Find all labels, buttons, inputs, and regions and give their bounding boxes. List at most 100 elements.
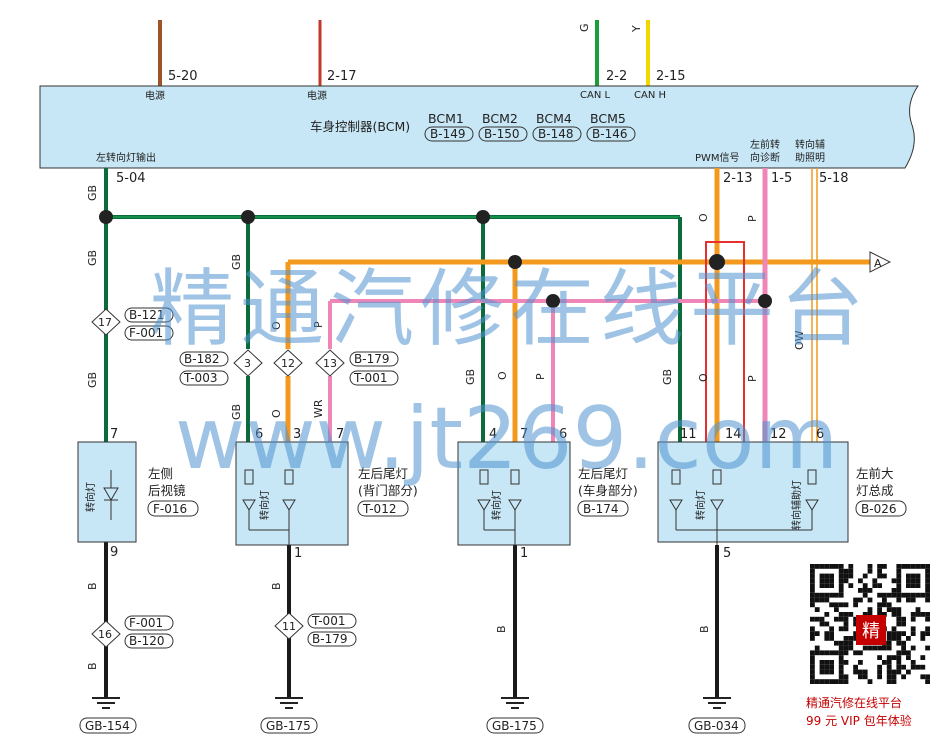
label-b: B bbox=[86, 582, 99, 590]
qr-cell bbox=[838, 650, 844, 656]
qr-cell bbox=[915, 607, 921, 612]
qr-cell bbox=[810, 597, 815, 603]
qr-cell bbox=[891, 636, 897, 641]
component-body-tail-lamp: 4 7 6 1 转向灯 左后尾灯 (车身部分) B-174 bbox=[457, 427, 638, 561]
qr-cell bbox=[896, 612, 902, 617]
qr-cell bbox=[810, 564, 815, 569]
qr-cell bbox=[901, 664, 906, 670]
qr-cell bbox=[910, 631, 916, 636]
qr-cell bbox=[891, 655, 897, 660]
svg-text:B-182: B-182 bbox=[184, 352, 219, 366]
splice-16: 16 F-001 B-120 bbox=[91, 615, 174, 649]
qr-cell bbox=[896, 669, 902, 675]
qr-cell bbox=[810, 626, 815, 632]
junction-dot bbox=[99, 210, 113, 224]
qr-cell bbox=[824, 631, 830, 636]
qr-cell bbox=[925, 626, 930, 632]
qr-cell bbox=[877, 674, 882, 680]
qr-cell bbox=[915, 578, 921, 584]
qr-cell bbox=[829, 664, 834, 670]
qr-cell bbox=[848, 612, 854, 617]
qr-cell bbox=[862, 588, 868, 593]
qr-cell bbox=[867, 564, 873, 569]
qr-cell bbox=[920, 631, 926, 636]
qr-cell bbox=[853, 631, 858, 636]
qr-cell bbox=[891, 631, 897, 636]
splices: 17 B-121 F-001 3 B-182 T-003 12 13 B-179… bbox=[91, 307, 399, 649]
bcm2-ref: B-150 bbox=[484, 127, 519, 141]
qr-cell bbox=[867, 612, 873, 617]
qr-cell bbox=[906, 597, 911, 603]
splice-17: 17 B-121 F-001 bbox=[91, 307, 174, 341]
qr-cell bbox=[906, 650, 911, 656]
qr-cell bbox=[819, 573, 825, 579]
qr-cell bbox=[824, 573, 830, 579]
qr-cell bbox=[877, 655, 882, 660]
qr-cell bbox=[910, 597, 916, 603]
qr-cell bbox=[843, 650, 849, 656]
label-p: P bbox=[534, 373, 547, 380]
qr-cell bbox=[824, 578, 830, 584]
wire-letter-g: G bbox=[578, 23, 591, 32]
qr-cell bbox=[848, 645, 854, 651]
svg-text:13: 13 bbox=[323, 357, 337, 370]
svg-text:GB-175: GB-175 bbox=[492, 719, 537, 733]
qr-cell bbox=[901, 616, 906, 622]
qr-cell bbox=[910, 626, 916, 632]
svg-text:1: 1 bbox=[520, 546, 528, 561]
qr-cell bbox=[867, 679, 873, 684]
qr-cell bbox=[901, 645, 906, 651]
label-gb: GB bbox=[661, 369, 674, 385]
qr-cell bbox=[906, 573, 911, 579]
qr-cell bbox=[853, 669, 858, 675]
qr-cell bbox=[814, 592, 820, 598]
label-wr: WR bbox=[312, 399, 325, 418]
headlamp-ref: B-026 bbox=[861, 502, 896, 516]
qr-cell bbox=[877, 607, 882, 612]
qr-cell bbox=[853, 616, 858, 622]
qr-cell bbox=[925, 616, 930, 622]
qr-cell bbox=[910, 612, 916, 617]
svg-text:12: 12 bbox=[770, 427, 787, 442]
qr-cell bbox=[843, 660, 849, 665]
qr-cell bbox=[896, 573, 902, 579]
qr-cell bbox=[810, 669, 815, 675]
qr-cell bbox=[872, 583, 878, 588]
svg-text:16: 16 bbox=[98, 628, 112, 641]
qr-cell bbox=[920, 655, 926, 660]
label-o: O bbox=[270, 321, 283, 330]
label-gb: GB bbox=[230, 404, 243, 420]
qr-cell bbox=[843, 616, 849, 622]
svg-text:11: 11 bbox=[282, 620, 296, 633]
splice-3: 3 B-182 T-003 bbox=[179, 349, 263, 386]
qr-cell bbox=[891, 626, 897, 632]
body-lamp-name-2: (车身部分) bbox=[578, 483, 638, 498]
qr-cell bbox=[824, 612, 830, 617]
qr-cell bbox=[824, 664, 830, 670]
qr-cell bbox=[838, 602, 844, 608]
qr-cell bbox=[838, 612, 844, 617]
qr-cell bbox=[853, 621, 858, 627]
qr-cell bbox=[810, 602, 815, 608]
qr-cell bbox=[838, 564, 844, 569]
qr-cell bbox=[901, 592, 906, 598]
qr-cell bbox=[920, 564, 926, 569]
qr-cell bbox=[838, 588, 844, 593]
qr-cell bbox=[915, 592, 921, 598]
svg-text:T-003: T-003 bbox=[183, 371, 217, 385]
qr-cell bbox=[886, 636, 892, 641]
qr-cell bbox=[838, 626, 844, 632]
bcm5-name: BCM5 bbox=[590, 111, 626, 126]
svg-text:4: 4 bbox=[489, 427, 497, 442]
qr-cell bbox=[814, 679, 820, 684]
pin-5-20: 5-20 bbox=[168, 69, 198, 84]
qr-cell bbox=[824, 592, 830, 598]
qr-cell bbox=[896, 588, 902, 593]
qr-cell bbox=[867, 568, 873, 574]
tailgate-name-2: (背门部分) bbox=[358, 483, 418, 498]
qr-cell bbox=[838, 674, 844, 680]
qr-cell bbox=[925, 631, 930, 636]
svg-text:5: 5 bbox=[723, 546, 731, 561]
qr-cell bbox=[838, 664, 844, 670]
qr-cell bbox=[853, 664, 858, 670]
